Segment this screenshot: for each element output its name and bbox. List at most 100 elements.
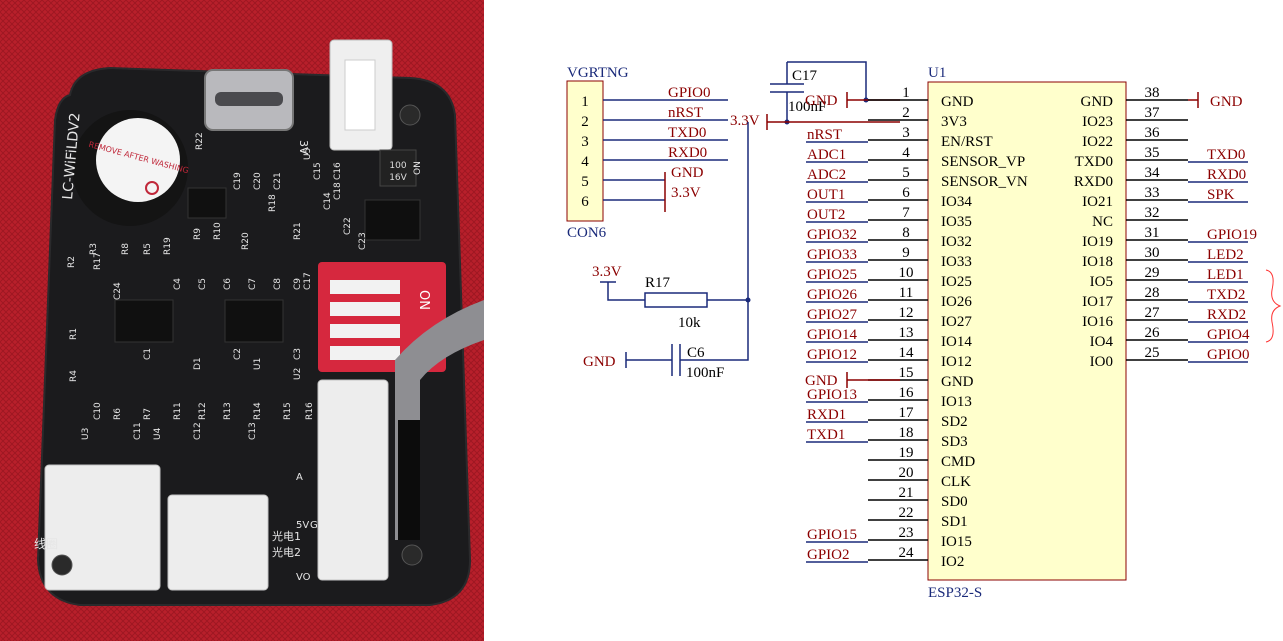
u1-net-label: GPIO4 <box>1207 327 1250 343</box>
silk-photo1-label: 光电1 <box>272 529 301 543</box>
u1-pin-name: IO23 <box>1082 114 1113 130</box>
u1-net-label: nRST <box>807 127 842 143</box>
u1-pin-name: GND <box>1081 94 1114 110</box>
silk-part-label: U1 <box>253 358 263 370</box>
u1-pin-name: SD1 <box>941 514 968 530</box>
u1-pin-number: 24 <box>899 545 915 561</box>
silk-part-label: C15 <box>313 162 323 180</box>
mounting-hole <box>401 544 423 566</box>
u1-pin-name: IO21 <box>1082 194 1113 210</box>
u1-net-label: GPIO14 <box>807 327 858 343</box>
silk-part-label: C19 <box>233 172 243 190</box>
u1-pin-name: SD0 <box>941 494 968 510</box>
u1-net-label: TXD1 <box>807 427 845 443</box>
silk-header-label: 3V <box>297 140 310 155</box>
silk-part-label: D1 <box>193 357 203 370</box>
silk-part-label: R2 <box>67 256 77 268</box>
u1-pin-number: 13 <box>899 325 914 341</box>
silk-part-label: C10 <box>93 402 103 420</box>
u1-pin-name: 3V3 <box>941 114 967 130</box>
buzzer-sticker <box>96 118 180 202</box>
u1-pin-number: 15 <box>899 365 914 381</box>
silk-part-label: C14 <box>323 192 333 210</box>
u1-net-label: TXD0 <box>1207 147 1245 163</box>
u1-pin-name: IO32 <box>941 234 972 250</box>
u1-net-label: TXD2 <box>1207 287 1245 303</box>
u1-pin-name: CLK <box>941 474 971 490</box>
u1-pin-number: 8 <box>902 225 910 241</box>
silk-part-label: C5 <box>198 278 208 290</box>
connector-right <box>317 379 389 581</box>
connector-bottom-2 <box>167 494 269 591</box>
silk-part-label: R1 <box>69 328 79 340</box>
u1-net-label: GPIO13 <box>807 387 857 403</box>
silk-part-label: C21 <box>273 172 283 190</box>
u1-pin-number: 34 <box>1145 165 1161 181</box>
silk-part-label: R9 <box>193 228 203 240</box>
silk-part-label: C16 <box>333 162 343 180</box>
silk-part-label: R21 <box>293 222 303 240</box>
vcc-label: 3.3V <box>730 113 760 129</box>
u1-pin-number: 1 <box>902 85 910 101</box>
u1-net-label: LED2 <box>1207 247 1244 263</box>
silk-part-label: R8 <box>121 243 131 255</box>
silk-vo: VO <box>296 572 311 583</box>
u1-net-label: RXD1 <box>807 407 846 423</box>
c6-ref: C6 <box>687 345 705 361</box>
u1-pin-name: IO5 <box>1090 274 1113 290</box>
r17-value: 10k <box>678 315 701 331</box>
u1-net-label: RXD0 <box>1207 167 1246 183</box>
silk-part-label: R19 <box>163 237 173 255</box>
con-net-label: TXD0 <box>668 125 706 141</box>
mounting-hole <box>399 104 421 126</box>
silk-part-label: R6 <box>113 408 123 420</box>
silk-part-label: R3 <box>89 243 99 255</box>
u1-pin-name: IO25 <box>941 274 972 290</box>
u1-pin-name: IO26 <box>941 294 972 310</box>
u1-pin-number: 31 <box>1145 225 1160 241</box>
silk-part-label: C18 <box>333 182 343 200</box>
silk-part-label: R15 <box>283 402 293 420</box>
con-pin-number: 4 <box>581 154 589 170</box>
con-pin-number: 5 <box>581 174 589 190</box>
ic-small <box>187 187 227 219</box>
con-pin-number: 3 <box>581 134 589 150</box>
silk-part-label: C22 <box>343 217 353 235</box>
silk-part-label: ON <box>413 161 423 175</box>
con-net-label: GND <box>671 165 704 181</box>
u1-pin-number: 20 <box>899 465 914 481</box>
silk-part-label: U5 <box>303 148 313 160</box>
u1-net-label: SPK <box>1207 187 1235 203</box>
silk-part-label: R11 <box>173 402 183 420</box>
con-pin-number: 6 <box>581 194 589 210</box>
regulator <box>364 199 421 241</box>
u1-pin-name: SD3 <box>941 434 968 450</box>
u1-pin-number: 17 <box>899 405 915 421</box>
u1-left-pins: 1GND23V33EN/RSTnRST4SENSOR_VPADC15SENSOR… <box>805 85 1028 570</box>
u1-pin-name: SD2 <box>941 414 968 430</box>
silk-part-label: C6 <box>223 278 233 290</box>
u1-pin-name: IO35 <box>941 214 972 230</box>
silk-part-label: R14 <box>253 402 263 420</box>
u1-pin-number: 10 <box>899 265 914 281</box>
silk-part-label: R4 <box>69 370 79 382</box>
u1-gnd-label: GND <box>805 93 838 109</box>
u1-pin-name: IO27 <box>941 314 972 330</box>
u1-net-label: ADC2 <box>807 167 846 183</box>
silk-part-label: R17 <box>93 252 103 270</box>
u1-pin-name: IO15 <box>941 534 972 550</box>
u1-pin-name: CMD <box>941 454 975 470</box>
con-name: CON6 <box>567 225 607 241</box>
c6-gnd: GND <box>583 354 616 370</box>
silk-a: A <box>296 472 303 483</box>
u1-pin-name: IO12 <box>941 354 972 370</box>
u1-pin-number: 18 <box>899 425 914 441</box>
u1-pin-name: GND <box>941 374 974 390</box>
con-net-label: RXD0 <box>668 145 707 161</box>
u1-pin-name: EN/RST <box>941 134 993 150</box>
silk-part-label: R20 <box>241 232 251 250</box>
u1-pin-name: IO19 <box>1082 234 1113 250</box>
silk-coil-label: 线圈 <box>34 537 58 551</box>
u1-net-label: OUT2 <box>807 207 845 223</box>
